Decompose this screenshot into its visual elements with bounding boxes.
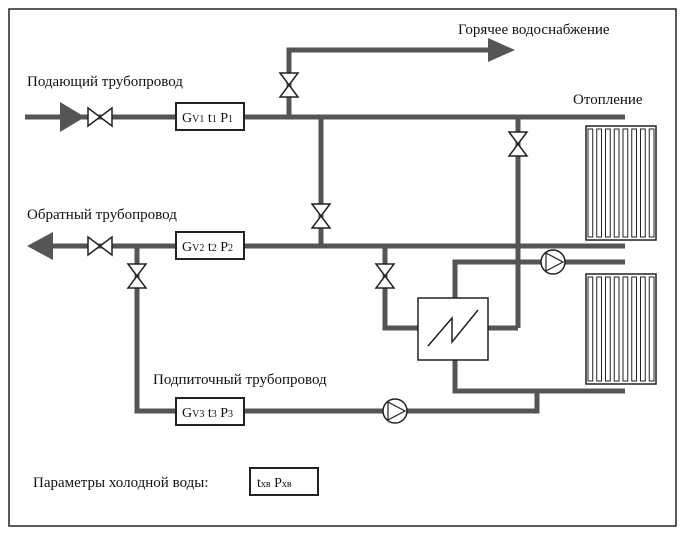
meter-return-text: GV2 t2 P2 — [182, 240, 233, 255]
label-heating: Отопление — [573, 92, 643, 108]
cold-water-text: tхв Pхв — [257, 476, 292, 491]
hot-water-pipe-line — [286, 47, 490, 117]
pipes — [25, 47, 625, 414]
heating-supply-valve-icon — [507, 131, 529, 157]
valves — [87, 72, 529, 289]
supply-flow-arrow-icon — [60, 102, 85, 132]
makeup-pump-arrow-icon — [387, 401, 407, 421]
heat-exchanger — [417, 297, 489, 361]
heating-return-line — [452, 360, 625, 394]
hot-water-valve-icon — [278, 72, 300, 98]
circulation-pump-arrow-icon — [545, 252, 565, 272]
meter-return: GV2 t2 P2 — [175, 231, 245, 260]
meter-supply-box — [175, 102, 245, 131]
cold-water-box — [249, 467, 319, 496]
meter-return-box — [175, 231, 245, 260]
return-valve-icon — [87, 235, 113, 257]
heat-exchanger-box — [417, 297, 489, 361]
heating-circulation-line — [452, 259, 625, 298]
label-makeup-pipe: Подпиточный трубопровод — [153, 372, 327, 388]
label-hot-water: Горячее водоснабжение — [458, 22, 610, 38]
bypass-valve-icon — [310, 203, 332, 229]
makeup-pipe-line — [134, 246, 540, 414]
radiators — [585, 125, 657, 385]
meter-supply-text: GV1 t1 P1 — [182, 111, 233, 126]
label-supply-pipe: Подающий трубопровод — [27, 74, 183, 90]
makeup-valve-icon — [126, 263, 148, 289]
radiator-lower-icon — [585, 273, 657, 385]
meter-makeup-box — [175, 397, 245, 426]
meter-supply: GV1 t1 P1 — [175, 102, 245, 131]
return-flow-arrow-icon — [27, 232, 53, 260]
supply-valve-icon — [87, 106, 113, 128]
meter-makeup-text: GV3 t3 P3 — [182, 406, 233, 421]
meter-makeup: GV3 t3 P3 — [175, 397, 245, 426]
radiator-upper-icon — [585, 125, 657, 241]
pumps — [382, 249, 566, 424]
heat-exchanger-coil-icon — [427, 309, 479, 347]
hot-water-flow-arrow-icon — [488, 38, 515, 62]
label-cold-water-params: Параметры холодной воды: — [33, 475, 209, 491]
label-return-pipe: Обратный трубопровод — [27, 207, 177, 223]
cold-water-params: tхв Pхв — [249, 467, 319, 496]
diagram-frame — [8, 8, 677, 527]
exchanger-valve-icon — [374, 263, 396, 289]
